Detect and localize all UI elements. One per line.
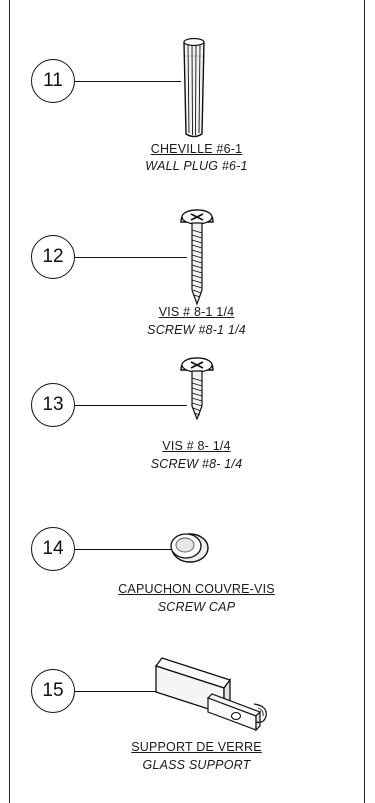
frame-left-border — [9, 0, 10, 803]
leader-line — [75, 405, 187, 407]
part-14: 14 CAPUCHON COUVRE-VIS SCREW CAP — [0, 500, 375, 630]
long-screw-icon — [180, 209, 214, 306]
part-15: 15 SUPPORT DE VERRE GLASS SUPPORT — [0, 650, 375, 803]
label-french: VIS # 8- 1/4 — [162, 439, 231, 453]
short-screw-icon — [180, 357, 214, 421]
part-12: 12 VIS # 8-1 1/4 SCREW #8-1 1/4 — [0, 190, 375, 350]
wall-plug-icon — [183, 37, 205, 138]
part-11: 11 CHEVILLE #6-1 WALL PLUG #6-1 — [0, 0, 375, 190]
label-french: SUPPORT DE VERRE — [131, 740, 262, 754]
label-english: WALL PLUG #6-1 — [145, 159, 248, 173]
screw-cap-icon — [170, 533, 209, 563]
part-13: 13 VIS # 8- 1/4 SCREW #8- 1/4 — [0, 350, 375, 480]
callout-number: 12 — [31, 235, 75, 279]
label-english: SCREW #8-1 1/4 — [147, 323, 246, 337]
label-french: CAPUCHON COUVRE-VIS — [118, 582, 275, 596]
callout-number: 13 — [31, 383, 75, 427]
leader-line — [75, 81, 181, 83]
label-french: VIS # 8-1 1/4 — [158, 305, 235, 319]
label-english: GLASS SUPPORT — [142, 758, 251, 772]
callout-number: 15 — [31, 669, 75, 713]
leader-line — [75, 257, 187, 259]
leader-line — [75, 549, 171, 551]
label-french: CHEVILLE #6-1 — [150, 142, 243, 156]
frame-right-border — [364, 0, 365, 803]
callout-number: 11 — [31, 59, 75, 103]
callout-number: 14 — [31, 527, 75, 571]
glass-support-icon — [154, 657, 267, 732]
label-english: SCREW CAP — [157, 600, 236, 614]
leader-line — [75, 691, 157, 693]
label-english: SCREW #8- 1/4 — [150, 457, 243, 471]
